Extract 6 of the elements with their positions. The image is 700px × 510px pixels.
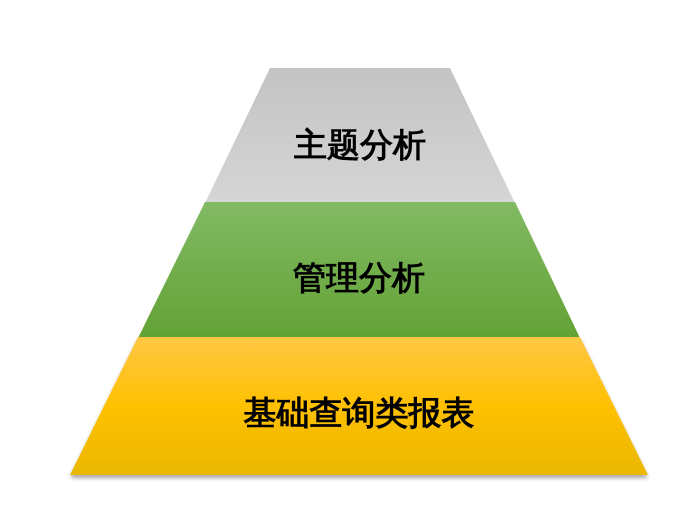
pyramid-tier: [70, 337, 648, 475]
tier-label: 管理分析: [293, 260, 425, 296]
tier-label: 基础查询类报表: [244, 394, 474, 432]
tier-label: 主题分析: [294, 126, 426, 164]
pyramid-tier: [138, 202, 580, 338]
pyramid-tier: [205, 68, 515, 203]
